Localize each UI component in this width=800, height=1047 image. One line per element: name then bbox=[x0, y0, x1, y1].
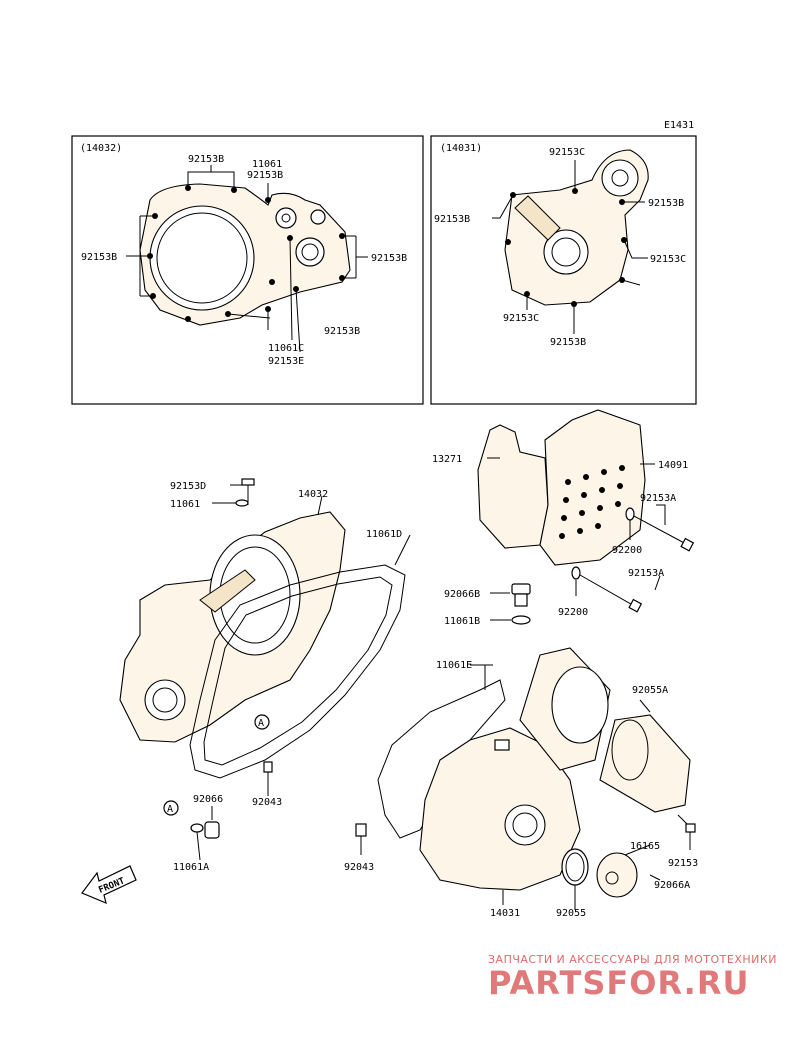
front-direction-arrow: FRONT bbox=[81, 865, 137, 905]
label-inset-left-right: 92153B bbox=[371, 253, 407, 264]
label-14091: 14091 bbox=[658, 460, 688, 471]
watermark: ЗАПЧАСТИ И АКСЕССУАРЫ ДЛЯ МОТОТЕХНИКИ PA… bbox=[488, 953, 777, 1002]
label-16165: 16165 bbox=[630, 841, 660, 852]
oil-plug-group: 92066B 11061B bbox=[444, 583, 531, 627]
label-92066a: 92066A bbox=[654, 880, 690, 891]
watermark-tagline: ЗАПЧАСТИ И АКСЕССУАРЫ ДЛЯ МОТОТЕХНИКИ bbox=[488, 953, 777, 966]
label-inset-right-right-mid: 92153C bbox=[650, 254, 686, 265]
label-11061d: 11061D bbox=[366, 529, 402, 540]
label-inset-left-top-b1: 11061 bbox=[252, 159, 282, 170]
label-inset-left-bottom-right: 92153B bbox=[324, 326, 360, 337]
label-14031: 14031 bbox=[490, 908, 520, 919]
generator-cover-assembly: 11061E 92055A 92043 14031 92055 16165 92… bbox=[344, 647, 698, 919]
label-92055a: 92055A bbox=[632, 685, 668, 696]
part-92055a-cap bbox=[599, 714, 691, 813]
callout-a-lower: A bbox=[167, 804, 173, 815]
chain-case-assembly: 13271 14091 92153A 92200 92153A 92200 bbox=[432, 409, 695, 618]
label-inset-right-bottom: 92153B bbox=[550, 337, 586, 348]
label-92200-lower: 92200 bbox=[558, 607, 588, 618]
label-inset-left-bottom-a: 11061C bbox=[268, 343, 304, 354]
label-92043-right: 92043 bbox=[344, 862, 374, 873]
diagram-code: E1431 bbox=[664, 120, 694, 131]
label-13271: 13271 bbox=[432, 454, 462, 465]
label-inset-right-right-top: 92153B bbox=[648, 198, 684, 209]
callout-a-upper: A bbox=[258, 718, 264, 729]
label-92153: 92153 bbox=[668, 858, 698, 869]
label-92066b: 92066B bbox=[444, 589, 480, 600]
part-13271-shape bbox=[477, 424, 549, 549]
label-inset-right-bottom-left: 92153C bbox=[503, 313, 539, 324]
label-92153a-lower: 92153A bbox=[628, 568, 664, 579]
label-inset-right-left: 92153B bbox=[434, 214, 470, 225]
label-11061: 11061 bbox=[170, 499, 200, 510]
label-92066: 92066 bbox=[193, 794, 223, 805]
clutch-cover-assembly: A A 92153D 11061 14032 11061D 92066 9204… bbox=[119, 478, 411, 873]
inset-left-code: (14032) bbox=[80, 143, 122, 154]
label-92055: 92055 bbox=[556, 908, 586, 919]
inset-left-clutch-cover: (14032) 92153B 11061 92153B 92153B 92153… bbox=[71, 135, 424, 405]
inset-right-code: (14031) bbox=[440, 143, 482, 154]
label-92153d: 92153D bbox=[170, 481, 206, 492]
label-inset-right-top: 92153C bbox=[549, 147, 585, 158]
label-92200-upper: 92200 bbox=[612, 545, 642, 556]
label-14032: 14032 bbox=[298, 489, 328, 500]
label-92043-left: 92043 bbox=[252, 797, 282, 808]
label-inset-left-top-b2: 92153B bbox=[247, 170, 283, 181]
label-92153a-upper: 92153A bbox=[640, 493, 676, 504]
label-11061e: 11061E bbox=[436, 660, 472, 671]
watermark-logo: PARTSFOR.RU bbox=[488, 964, 749, 1002]
part-14031-shape bbox=[419, 727, 581, 891]
inset-right-generator-cover: (14031) 92153C 92153B 92153B 92153C 9215… bbox=[430, 135, 697, 405]
part-11061d-gasket bbox=[189, 564, 406, 779]
inset-right-frame bbox=[430, 135, 697, 405]
part-14091-shape bbox=[539, 409, 646, 566]
label-inset-left-bottom-b: 92153E bbox=[268, 356, 304, 367]
inset-left-frame bbox=[71, 135, 424, 405]
inset-left-clutch-bore bbox=[149, 205, 255, 311]
label-inset-left-top-a: 92153B bbox=[188, 154, 224, 165]
label-inset-left-left: 92153B bbox=[81, 252, 117, 263]
label-11061a: 11061A bbox=[173, 862, 209, 873]
label-11061b: 11061B bbox=[444, 616, 480, 627]
